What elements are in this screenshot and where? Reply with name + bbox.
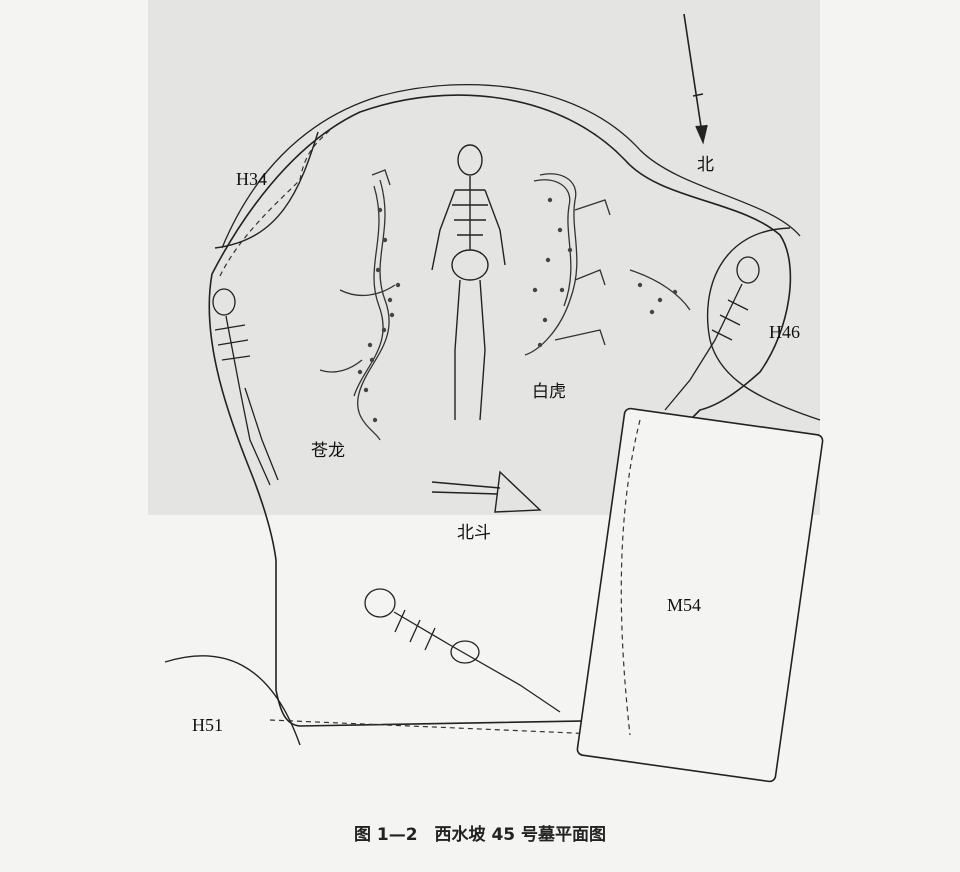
white-tiger-mosaic: [524, 173, 691, 356]
tomb-m54-dashed-edge: [620, 419, 641, 736]
figure-caption: 图 1—2 西水坡 45 号墓平面图: [353, 825, 607, 845]
pit-h51-label: H51: [192, 715, 223, 735]
south-skeleton: [364, 588, 561, 713]
tomb-m54-outline: [576, 407, 824, 783]
white-tiger-shell-dots: [532, 197, 678, 348]
azure-dragon-mosaic: [319, 169, 396, 441]
pit-h46-outline: [706, 227, 821, 421]
central-skeleton: [431, 144, 506, 421]
white-tiger-label: 白虎: [532, 382, 566, 402]
north-arrow-icon: [683, 13, 708, 145]
pit-h46-label: H46: [769, 322, 800, 342]
azure-dragon-shell-dots: [357, 207, 401, 423]
tomb-m54-label: M54: [667, 595, 702, 615]
north-label: 北: [697, 155, 714, 175]
west-skeleton: [212, 288, 279, 486]
big-dipper-label: 北斗: [457, 523, 491, 543]
pit-h34-label: H34: [236, 169, 267, 189]
big-dipper-mosaic: [431, 470, 542, 513]
pit-h51-outline: [164, 655, 301, 746]
tomb-pit-outline: [208, 94, 792, 727]
pit-h34-outline: [214, 131, 319, 249]
azure-dragon-label: 苍龙: [311, 441, 345, 461]
tomb-pit-dashed-outline: [219, 129, 331, 277]
east-skeleton: [664, 256, 760, 411]
tomb-pit-outer-line: [221, 84, 801, 249]
